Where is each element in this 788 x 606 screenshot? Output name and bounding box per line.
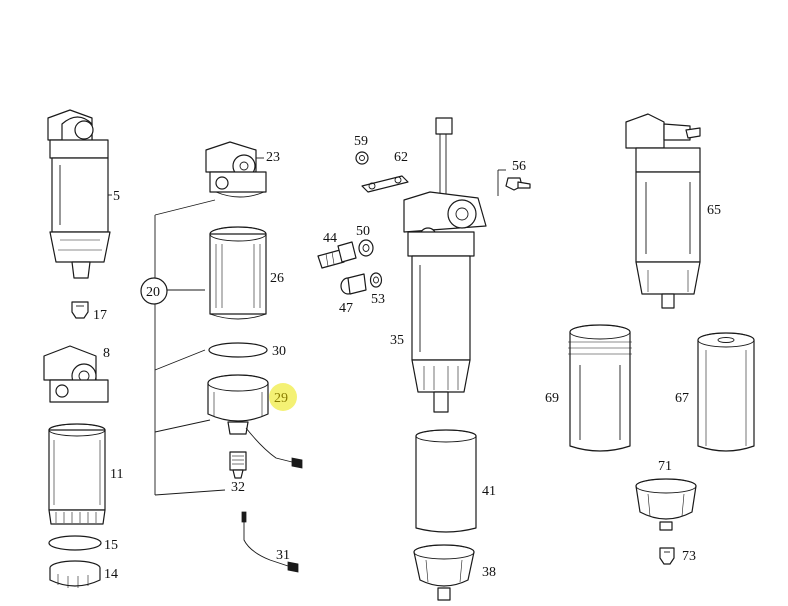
callout-29-highlight — [269, 383, 297, 411]
callout-5: 5 — [113, 189, 120, 204]
part-5-filter-assembly[interactable] — [47, 109, 111, 279]
callout-32: 32 — [231, 480, 245, 495]
callout-35: 35 — [390, 333, 404, 348]
callout-11: 11 — [110, 467, 123, 482]
part-53-washer[interactable] — [369, 272, 383, 288]
callout-31: 31 — [276, 548, 290, 563]
part-11-filter-element[interactable] — [48, 423, 106, 525]
callout-15: 15 — [104, 538, 118, 553]
callout-41: 41 — [482, 484, 496, 499]
part-71-bowl[interactable] — [635, 478, 697, 531]
part-59-nut[interactable] — [355, 151, 369, 165]
part-73-drain-plug[interactable] — [659, 547, 675, 565]
callout-73: 73 — [682, 549, 696, 564]
part-69-housing-sleeve[interactable] — [568, 324, 632, 452]
callout-71: 71 — [658, 459, 672, 474]
callout-53: 53 — [371, 292, 385, 307]
callout-8: 8 — [103, 346, 110, 361]
kit-20-bracket — [154, 199, 226, 496]
callout-20-circle — [140, 277, 168, 305]
callout-50: 50 — [356, 224, 370, 239]
callout-20: 20 — [146, 285, 160, 300]
part-14-ring-nut[interactable] — [49, 560, 101, 588]
callout-26: 26 — [270, 271, 284, 286]
callout-69: 69 — [545, 391, 559, 406]
callout-44: 44 — [323, 231, 337, 246]
callout-67: 67 — [675, 391, 689, 406]
part-41-sleeve[interactable] — [415, 429, 477, 533]
callout-17: 17 — [93, 308, 107, 323]
part-26-filter-cartridge[interactable] — [209, 226, 267, 320]
part-8-filter-head[interactable] — [43, 345, 109, 403]
callout-23: 23 — [266, 150, 280, 165]
part-17-fitting[interactable] — [71, 301, 89, 319]
part-35-filter-housing-assembly[interactable] — [403, 117, 487, 413]
callout-56: 56 — [512, 159, 526, 174]
part-30-o-ring[interactable] — [208, 342, 268, 358]
part-23-filter-head[interactable] — [205, 141, 267, 198]
callout-47: 47 — [339, 301, 353, 316]
callout-59: 59 — [354, 134, 368, 149]
part-56-bolt[interactable] — [505, 177, 531, 191]
part-47-plug[interactable] — [340, 273, 367, 295]
part-65-filter-housing-assembly[interactable] — [625, 113, 701, 309]
part-32-sensor[interactable] — [229, 451, 247, 479]
part-62-bracket-plate[interactable] — [361, 175, 409, 193]
callout-62: 62 — [394, 150, 408, 165]
callout-38: 38 — [482, 565, 496, 580]
callout-29[interactable]: 29 — [274, 391, 288, 406]
part-31-cable[interactable] — [241, 511, 299, 573]
part-44-banjo-bolt[interactable] — [317, 241, 357, 269]
part-67-filter-element[interactable] — [697, 332, 755, 452]
part-15-o-ring[interactable] — [48, 535, 102, 551]
part-38-bowl[interactable] — [413, 544, 475, 601]
part-29-bowl-with-sensor[interactable] — [207, 374, 303, 469]
callout-65: 65 — [707, 203, 721, 218]
part-50-washer[interactable] — [358, 239, 374, 257]
callout-14: 14 — [104, 567, 118, 582]
callout-30: 30 — [272, 344, 286, 359]
